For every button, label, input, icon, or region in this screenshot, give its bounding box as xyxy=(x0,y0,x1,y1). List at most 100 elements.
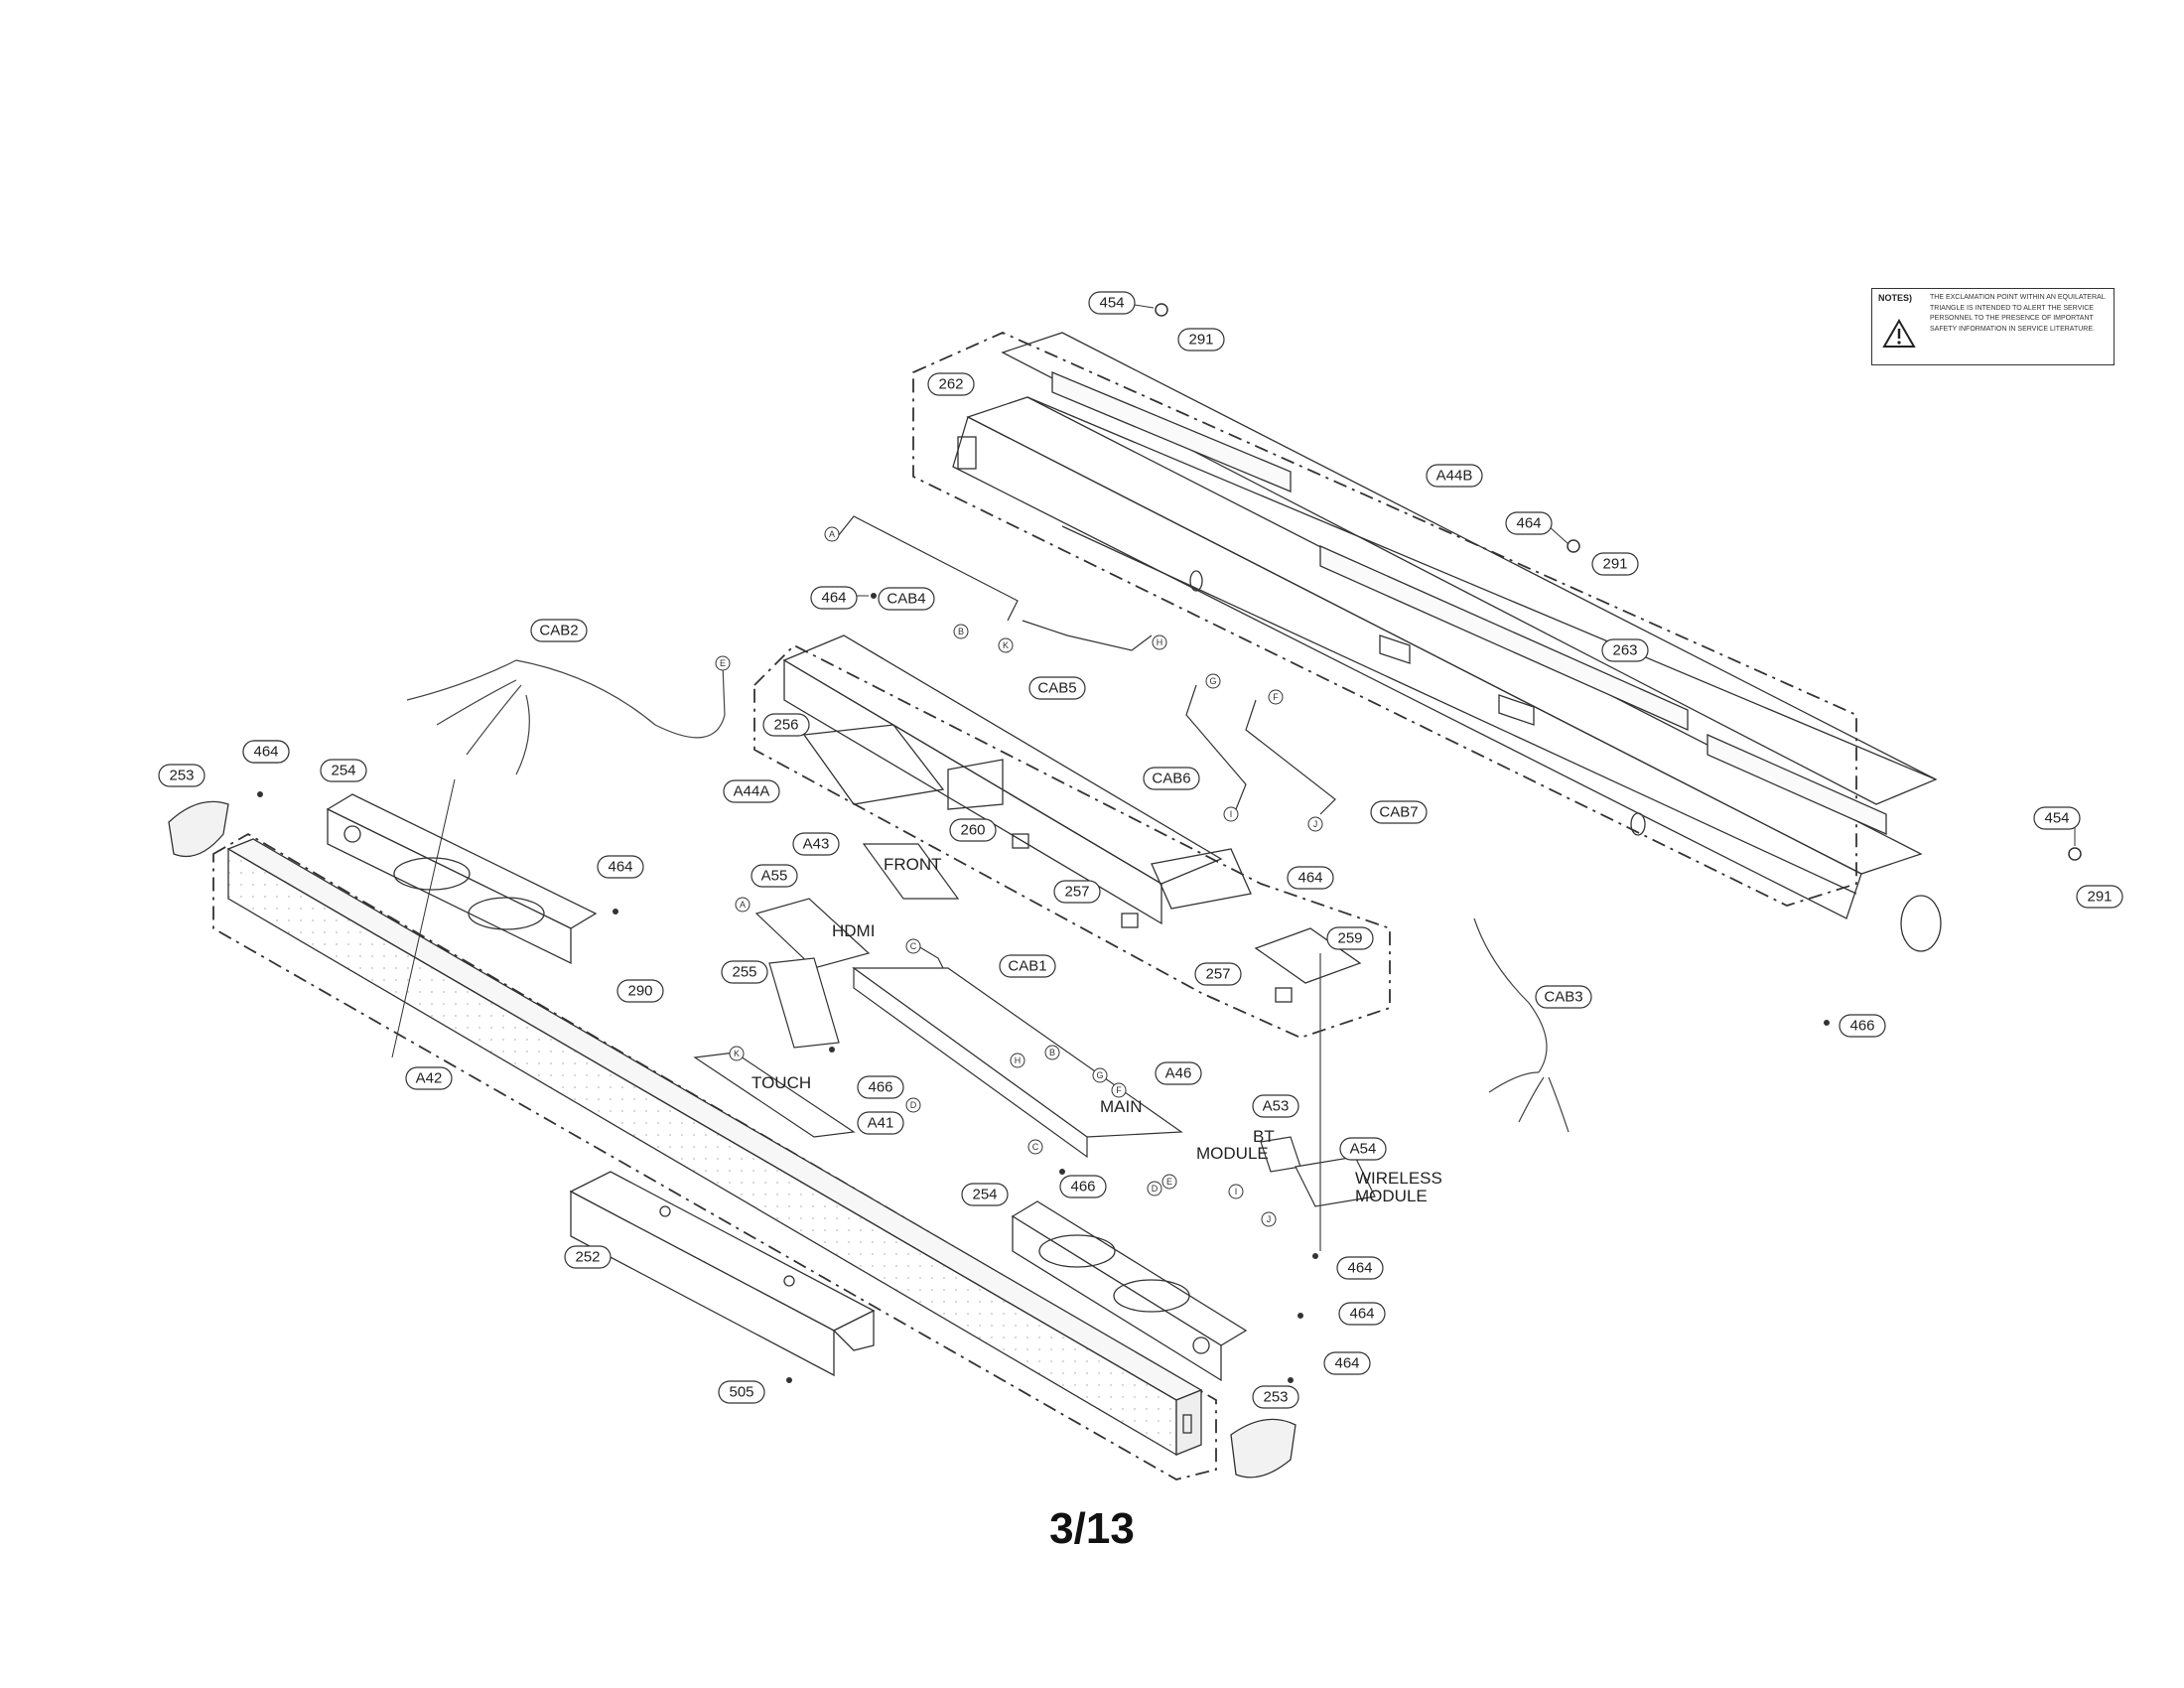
connector-letter: E xyxy=(1166,1177,1172,1187)
part-number: 454 xyxy=(1099,295,1124,312)
connector-mark: B xyxy=(1044,1045,1060,1060)
speaker-box-right xyxy=(1011,1200,1248,1382)
part-number: A46 xyxy=(1165,1065,1192,1082)
part-callout: 255 xyxy=(721,960,768,984)
part-callout: CAB3 xyxy=(1535,985,1592,1009)
flat-cables xyxy=(833,515,1336,969)
part-number: 253 xyxy=(169,768,194,784)
warning-triangle-icon xyxy=(1882,319,1916,348)
board-holder-assembly xyxy=(753,634,1391,1039)
part-number: CAB1 xyxy=(1008,958,1046,975)
connector-letter: H xyxy=(1015,1055,1022,1065)
part-callout: A54 xyxy=(1339,1137,1387,1161)
part-callout: 262 xyxy=(927,372,975,396)
end-cap-left xyxy=(168,800,229,858)
label-bt-2: MODULE xyxy=(1196,1144,1269,1163)
part-callout: 464 xyxy=(1338,1302,1386,1326)
label-hdmi: HDMI xyxy=(832,921,875,940)
part-callout: 291 xyxy=(1177,328,1225,352)
connector-letter: J xyxy=(1267,1214,1272,1224)
connector-mark: G xyxy=(1092,1067,1108,1083)
part-callout: A42 xyxy=(405,1066,453,1090)
part-number: 290 xyxy=(627,983,652,1000)
part-callout: 257 xyxy=(1053,880,1101,904)
part-number: 252 xyxy=(575,1249,600,1266)
part-number: 256 xyxy=(773,717,798,734)
part-callout: CAB5 xyxy=(1028,676,1086,700)
part-number: A42 xyxy=(416,1070,443,1087)
part-callout: CAB4 xyxy=(878,587,935,611)
front-grille-assembly xyxy=(212,832,1217,1480)
part-callout: 260 xyxy=(949,818,997,842)
part-number: CAB7 xyxy=(1379,804,1418,821)
label-main: MAIN xyxy=(1100,1097,1143,1116)
label-wireless-1: WIRELESS xyxy=(1355,1169,1442,1188)
part-number: 254 xyxy=(972,1187,997,1203)
part-callout: CAB1 xyxy=(999,954,1056,978)
part-number: A43 xyxy=(803,836,830,853)
notes-title: NOTES) xyxy=(1878,293,1913,303)
part-callout: 505 xyxy=(718,1380,765,1404)
connector-mark: K xyxy=(998,637,1014,653)
part-callout: 454 xyxy=(2033,806,2081,830)
connector-letter: D xyxy=(910,1100,917,1110)
part-callout: 464 xyxy=(242,740,290,764)
connector-mark: F xyxy=(1268,689,1284,705)
connector-mark: E xyxy=(1161,1174,1177,1190)
connector-mark: A xyxy=(735,897,751,913)
leader-lines xyxy=(391,302,2076,1058)
connector-letter: E xyxy=(720,658,726,668)
part-callout: CAB2 xyxy=(530,619,588,642)
part-callout: A53 xyxy=(1252,1094,1299,1118)
part-number: A41 xyxy=(868,1115,894,1132)
part-number: A44B xyxy=(1436,468,1473,485)
connector-letter: J xyxy=(1313,819,1318,829)
connector-mark: B xyxy=(953,624,969,639)
part-callout: 464 xyxy=(1505,511,1553,535)
part-number: 454 xyxy=(2044,810,2069,827)
connector-mark: J xyxy=(1261,1211,1277,1227)
label-wireless-2: MODULE xyxy=(1355,1187,1428,1205)
connector-mark: H xyxy=(1010,1053,1025,1068)
part-number: 464 xyxy=(1516,515,1541,532)
part-number: 259 xyxy=(1337,930,1362,947)
part-callout: 464 xyxy=(810,586,858,610)
part-number: 464 xyxy=(253,744,278,761)
part-callout: 254 xyxy=(961,1183,1009,1206)
part-callout: 259 xyxy=(1326,926,1374,950)
part-number: A55 xyxy=(761,868,788,885)
label-touch: TOUCH xyxy=(751,1073,811,1092)
part-callout: 466 xyxy=(1839,1014,1886,1038)
part-callout: 291 xyxy=(2076,885,2123,909)
part-callout: A46 xyxy=(1155,1061,1202,1085)
pcb-boards xyxy=(693,843,1376,1207)
part-number: 254 xyxy=(331,763,355,779)
part-number: CAB6 xyxy=(1152,771,1190,787)
connector-letter: K xyxy=(734,1049,740,1058)
part-callout: 464 xyxy=(1336,1256,1384,1280)
part-number: 466 xyxy=(1849,1018,1874,1035)
connector-mark: A xyxy=(824,526,840,542)
part-callout: A41 xyxy=(857,1111,904,1135)
connector-letter: C xyxy=(1032,1142,1039,1152)
connector-letter: D xyxy=(1152,1184,1159,1194)
connector-letter: B xyxy=(1049,1048,1055,1057)
part-callout: 256 xyxy=(762,713,810,737)
part-callout: 466 xyxy=(857,1075,904,1099)
part-callouts: 454291262A44B464291263454291466CAB4464CA… xyxy=(158,291,2123,1409)
part-callout: 257 xyxy=(1194,962,1242,986)
speaker-box-left xyxy=(326,793,598,965)
part-number: 291 xyxy=(2087,889,2112,906)
part-number: A44A xyxy=(734,783,770,800)
part-callout: A43 xyxy=(792,832,840,856)
part-callout: 464 xyxy=(1323,1351,1371,1375)
label-bt-1: BT xyxy=(1253,1127,1275,1146)
part-number: 253 xyxy=(1263,1389,1288,1406)
part-number: 255 xyxy=(732,964,756,981)
part-number: 263 xyxy=(1612,642,1637,659)
connector-letter: A xyxy=(740,900,746,910)
connector-letter: F xyxy=(1273,692,1279,702)
connector-mark: K xyxy=(729,1046,745,1061)
part-callout: A44B xyxy=(1426,464,1483,488)
